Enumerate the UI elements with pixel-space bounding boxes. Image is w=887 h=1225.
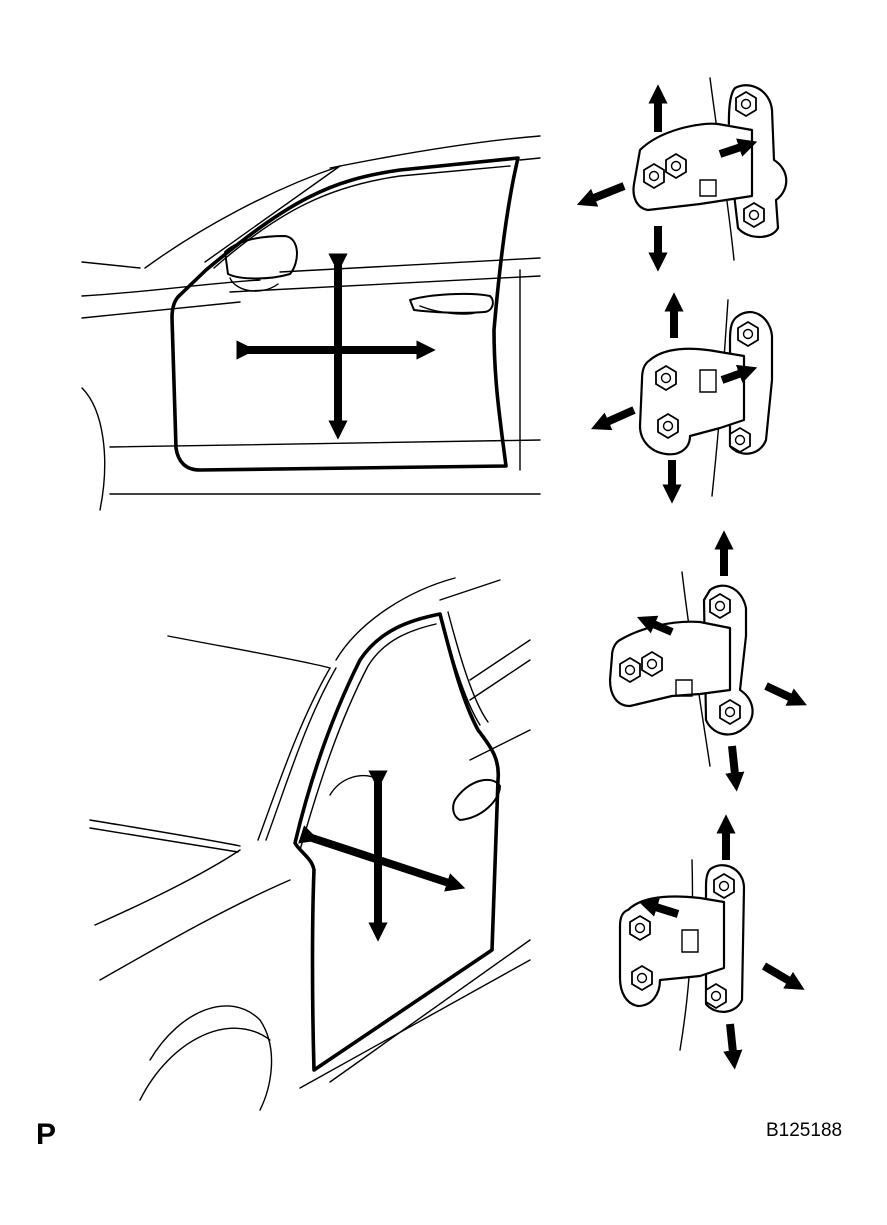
hinge-1-adjust-arrow-icon: [576, 84, 758, 272]
front-upper-hinge: [576, 77, 788, 272]
car-side-view-front-door: [81, 135, 541, 511]
hinge-3-adjust-arrow-icon: [636, 530, 807, 792]
top-four-way-arrow-icon: [236, 253, 436, 440]
hinge-4-adjust-arrow-icon: [638, 814, 805, 1070]
rear-lower-hinge: [618, 814, 805, 1070]
front-lower-hinge: [590, 292, 774, 504]
bottom-four-way-arrow-icon: [298, 770, 466, 942]
hinge-2-adjust-arrow-icon: [590, 292, 758, 504]
rear-upper-hinge: [608, 530, 807, 792]
corner-mark: P: [36, 1118, 57, 1151]
figure-code: B125188: [766, 1120, 843, 1141]
car-three-quarter-view-rear-door: [89, 577, 531, 1111]
